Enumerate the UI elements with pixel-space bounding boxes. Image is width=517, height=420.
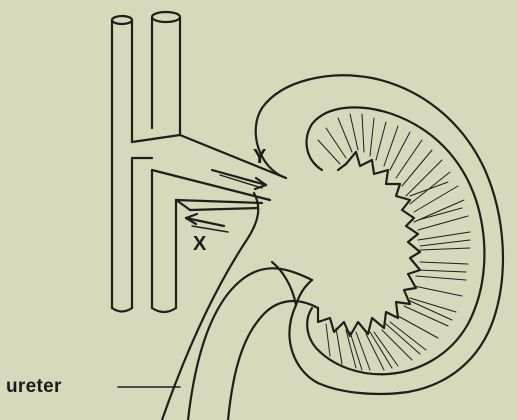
renal-pyramids xyxy=(318,152,420,336)
pyramid-striations xyxy=(318,114,470,370)
arrow-y xyxy=(212,170,266,189)
kidney-outer-capsule xyxy=(256,75,503,394)
arrow-x xyxy=(186,214,228,232)
label-x: X xyxy=(193,233,206,256)
right-blood-vessel xyxy=(152,12,180,312)
lower-renal-vessel xyxy=(176,200,262,210)
left-blood-vessel xyxy=(112,16,132,312)
kidney-cortex-boundary xyxy=(307,107,485,374)
label-ureter: ureter xyxy=(6,376,62,398)
label-y: Y xyxy=(253,146,266,169)
